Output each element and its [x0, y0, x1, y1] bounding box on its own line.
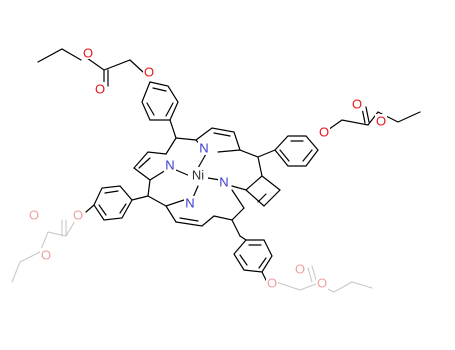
phenyl-ring-top — [141, 81, 179, 139]
ester-arm-top — [37, 48, 144, 87]
oxygen-atom-label: O — [317, 276, 327, 291]
nickel-atom-label: Ni — [192, 168, 204, 183]
nitrogen-atom-label: N — [219, 175, 228, 190]
oxygen-atom-label: O — [73, 208, 83, 223]
nitrogen-atom-label: N — [185, 196, 194, 211]
oxygen-atom-label: O — [144, 65, 154, 80]
ester-arm-right — [324, 106, 421, 133]
oxygen-atom-label: O — [295, 262, 305, 277]
oxygen-atom-label: O — [376, 114, 386, 129]
oxygen-atom-label: O — [319, 125, 329, 140]
oxygen-atom-label: O — [267, 276, 277, 291]
ester-arm-left-faded — [11, 215, 79, 283]
phenyl-ring-right — [257, 135, 319, 167]
oxygen-atom-label: O — [95, 82, 105, 97]
oxygen-atom-label: O — [41, 248, 51, 263]
oxygen-atom-label: O — [352, 97, 362, 112]
phenyl-ring-left — [85, 185, 149, 221]
oxygen-atom-label: O — [83, 46, 93, 61]
oxygen-atom-label: O — [29, 208, 39, 223]
nitrogen-atom-label: N — [165, 158, 174, 173]
nitrogen-atom-label: N — [199, 141, 208, 156]
